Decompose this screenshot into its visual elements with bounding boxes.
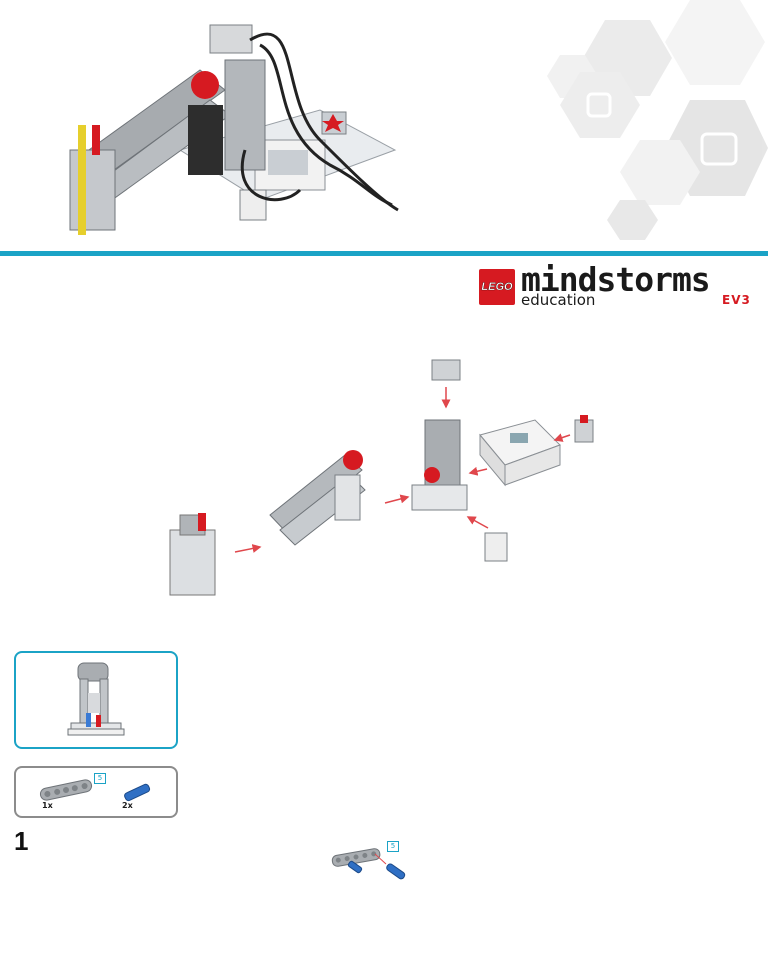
subassembly-preview-icon [67,662,125,736]
logo-edition: education [521,291,596,309]
step-length-badge: 5 [387,841,399,852]
mindstorms-education-logo: LEGO mindstorms education EV3 [479,260,754,310]
logo-wordmark: mindstorms [521,260,711,299]
ev3-brick [479,419,561,487]
step-assembly-illustration [331,848,406,880]
beam-icon [331,848,381,867]
part-length-badge: 5 [94,773,106,784]
axle-pin-icon [124,783,151,802]
subassembly-preview-panel [14,651,178,749]
header-divider [0,251,768,256]
tower-module [411,419,468,511]
parts-list-panel: 5 1x 2x [14,766,178,818]
axle-pin-icon [386,863,406,880]
logo-platform: EV3 [722,293,751,307]
hero-model-illustration [69,0,768,240]
gripper-module [169,513,216,596]
hexagon-decoration [547,0,768,240]
arm-module [269,450,366,546]
part-quantity: 1x [42,801,53,810]
lego-logo: LEGO [479,269,515,305]
robot-arm-model [69,24,399,235]
beam-icon [39,779,93,801]
axle-pin-icon [347,860,363,874]
part-quantity: 2x [122,801,133,810]
assembly-overview-diagram [169,359,594,596]
step-number: 1 [14,826,29,856]
